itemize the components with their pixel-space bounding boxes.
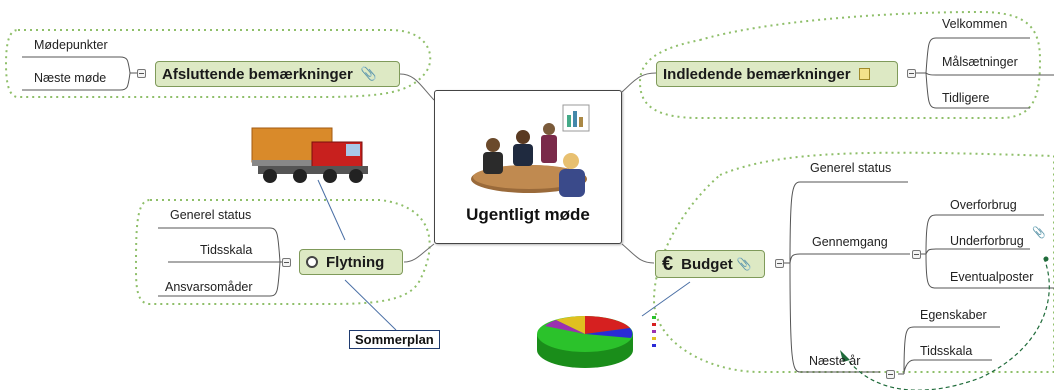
clock-icon (306, 256, 318, 268)
connector-indledende (621, 72, 657, 93)
meeting-image (471, 104, 590, 197)
connector-flytning (403, 243, 435, 263)
central-topic[interactable]: Ugentligt møde (434, 90, 622, 244)
leaf-flytning-tidsskala[interactable]: Tidsskala (200, 243, 253, 257)
line-indledende-children (916, 37, 1054, 109)
collapse-afsluttende-toggle[interactable] (137, 69, 146, 78)
topic-flytning-label: Flytning (326, 253, 385, 271)
topic-afsluttende-label: Afsluttende bemærkninger (162, 65, 353, 83)
topic-indledende[interactable]: Indledende bemærkninger (656, 61, 898, 87)
leaf-naeste-tidsskala[interactable]: Tidsskala (920, 344, 973, 358)
pie-relationship-line (641, 281, 691, 317)
topic-indledende-label: Indledende bemærkninger (663, 65, 851, 83)
leaf-naeste-mode[interactable]: Næste møde (34, 71, 107, 85)
leaf-flytning-generel-status[interactable]: Generel status (170, 208, 252, 222)
collapse-gennemgang-toggle[interactable] (912, 250, 921, 259)
collapse-indledende-toggle[interactable] (907, 69, 916, 78)
callout-sommerplan[interactable]: Sommerplan (349, 330, 440, 349)
connector-budget (621, 243, 655, 264)
paperclip-icon: 📎 (736, 257, 752, 271)
leaf-eventualposter[interactable]: Eventualposter (950, 270, 1034, 284)
leaf-tidligere[interactable]: Tidligere (942, 91, 990, 105)
central-topic-title: Ugentligt møde (466, 205, 590, 224)
leaf-modepunkter[interactable]: Mødepunkter (34, 38, 108, 52)
leaf-malsaetninger[interactable]: Målsætninger (942, 55, 1018, 69)
truck-image (251, 127, 368, 183)
boundary-indledende (638, 10, 1042, 119)
collapse-flytning-toggle[interactable] (282, 258, 291, 267)
sommerplan-relationship-line (344, 279, 397, 331)
boundary-budget (652, 151, 1054, 373)
leaf-velkommen[interactable]: Velkommen (942, 17, 1008, 31)
pie-chart-image (537, 316, 656, 368)
truck-relationship-line (317, 179, 346, 241)
leaf-gennemgang[interactable]: Gennemgang (812, 235, 888, 249)
euro-icon: € (662, 252, 674, 275)
collapse-budget-toggle[interactable] (775, 259, 784, 268)
connector-afsluttende (399, 73, 435, 101)
line-budget-children (779, 181, 910, 373)
leaf-ansvarsomader[interactable]: Ansvarsomåder (165, 280, 253, 294)
topic-flytning[interactable]: Flytning (299, 249, 403, 275)
topic-budget-label: Budget (681, 255, 733, 273)
topic-budget[interactable]: € Budget 📎 (655, 250, 765, 278)
line-naeste-children (898, 326, 1000, 375)
paperclip-icon: 📎 (1032, 227, 1046, 239)
leaf-overforbrug[interactable]: Overforbrug (950, 198, 1017, 212)
leaf-naeste-ar[interactable]: Næste år (809, 354, 861, 368)
arrow-head (840, 350, 850, 362)
note-icon (858, 68, 870, 80)
paperclip-icon: 📎 (360, 66, 378, 81)
topic-afsluttende[interactable]: Afsluttende bemærkninger 📎 (155, 61, 400, 87)
leaf-egenskaber[interactable]: Egenskaber (920, 308, 987, 322)
leaf-budget-generel-status[interactable]: Generel status (810, 161, 892, 175)
arrow-start-dot (1043, 256, 1049, 262)
collapse-naeste-ar-toggle[interactable] (886, 370, 895, 379)
curved-arrow (844, 257, 1050, 390)
leaf-underforbrug[interactable]: Underforbrug (950, 234, 1024, 248)
